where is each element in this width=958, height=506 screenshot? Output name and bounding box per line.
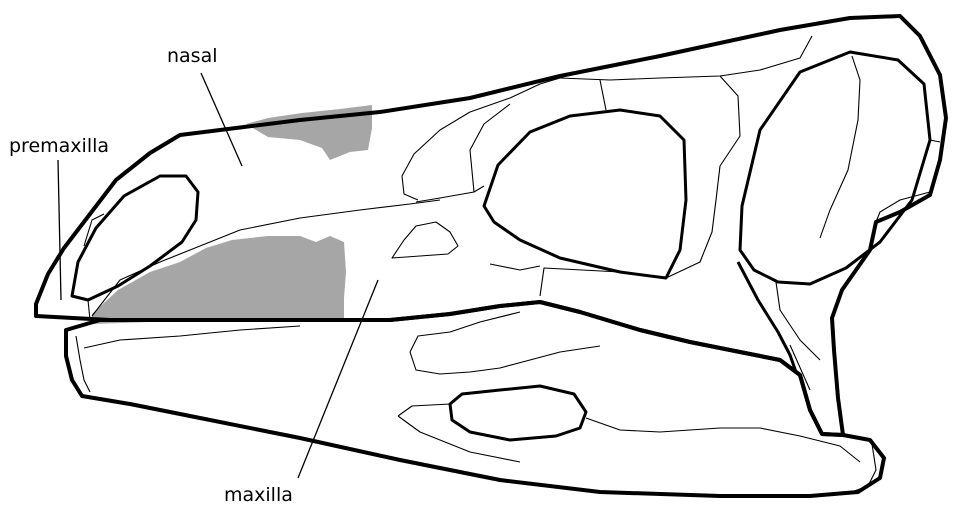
orbit-opening xyxy=(740,52,930,284)
mandible-outline xyxy=(66,302,884,496)
leader-line-premaxilla xyxy=(58,160,61,300)
leader-line-nasal xyxy=(201,73,242,166)
antorbital-fenestra xyxy=(484,110,686,278)
maxilla-label: maxilla xyxy=(224,486,293,505)
premaxilla-label: premaxilla xyxy=(9,137,109,156)
cranium-outline xyxy=(36,16,946,435)
mandibular-fenestra xyxy=(450,386,586,440)
nasal-label: nasal xyxy=(167,47,218,66)
